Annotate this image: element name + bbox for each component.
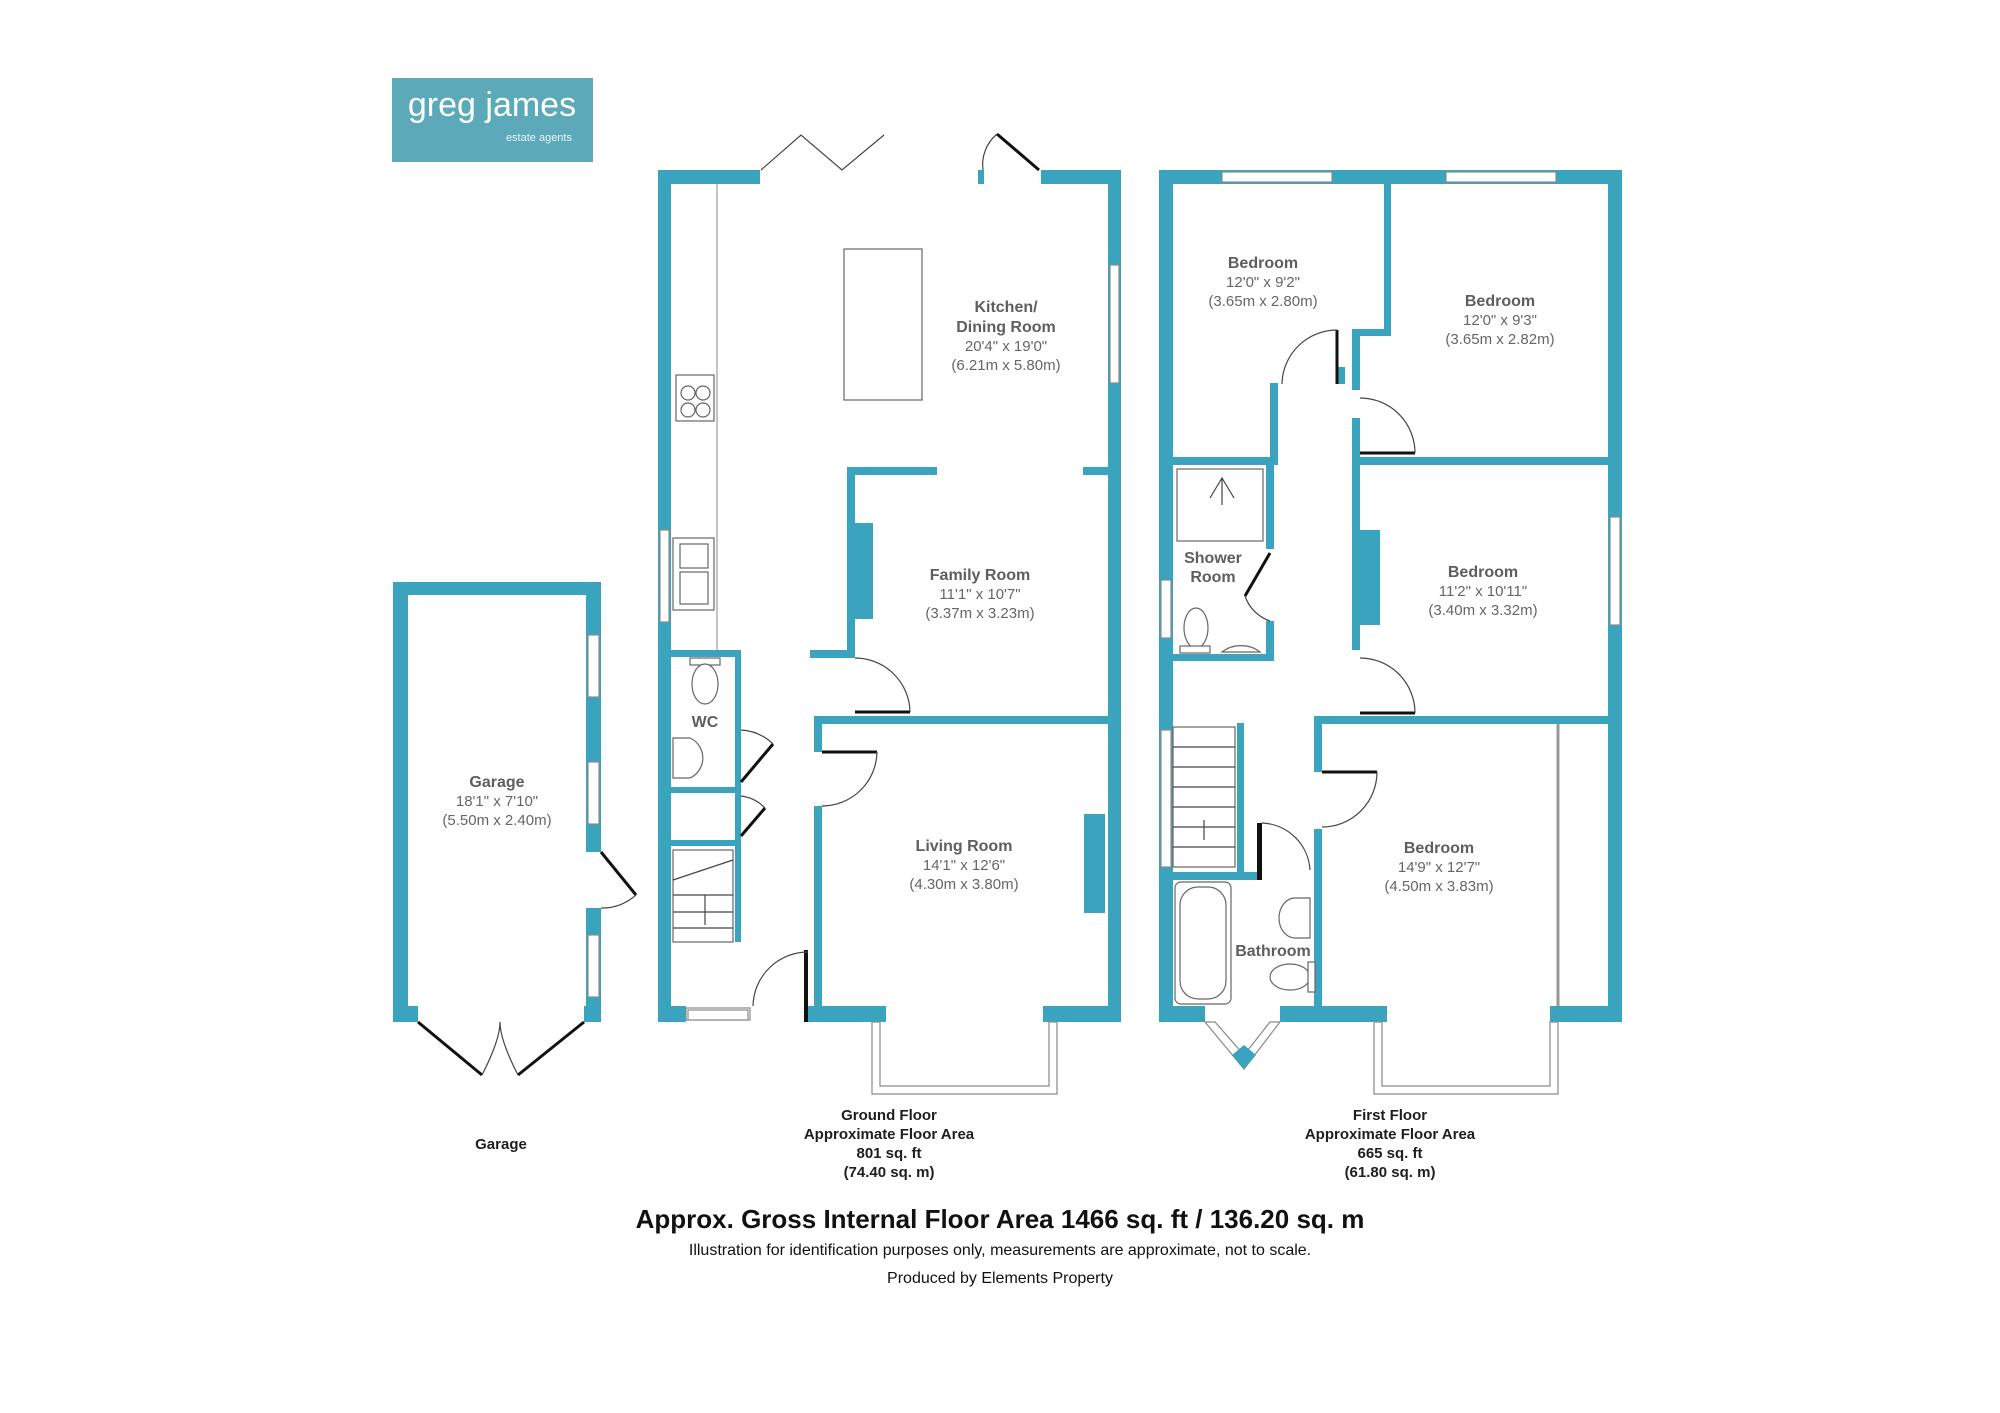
door-cupboard[interactable] [739, 795, 767, 837]
door-bedroom1[interactable] [1281, 329, 1339, 385]
room-bedroom-2: Bedroom 12'0" x 9'3" (3.65m x 2.82m) [1445, 293, 1554, 348]
door-bedroom4[interactable] [1321, 770, 1378, 828]
room-bathroom: Bathroom [1235, 943, 1311, 960]
shower-tray-icon [1176, 468, 1264, 542]
door-front[interactable] [752, 951, 809, 1007]
room-dimensions-imperial: 11'1" x 10'7" [939, 586, 1020, 603]
room-name: Kitchen/ [974, 299, 1038, 316]
floor-area-label: Approximate Floor Area [1305, 1126, 1476, 1143]
logo: greg james estate agents [392, 78, 593, 162]
floor-area-label: Approximate Floor Area [804, 1126, 975, 1143]
room-dimensions-metric: (5.50m x 2.40m) [442, 812, 551, 829]
basin-icon [1278, 897, 1311, 939]
room-name: Bedroom [1465, 293, 1535, 310]
logo-name: greg james [408, 86, 576, 124]
room-name: Dining Room [956, 319, 1056, 336]
disclaimer: Illustration for identification purposes… [689, 1242, 1311, 1259]
room-name: Bedroom [1404, 840, 1474, 857]
room-dimensions-metric: (3.65m x 2.80m) [1208, 293, 1317, 310]
room-dimensions-imperial: 18'1" x 7'10" [456, 793, 538, 810]
door-bathroom[interactable] [1261, 822, 1311, 871]
room-dimensions-metric: (4.30m x 3.80m) [909, 876, 1018, 893]
toilet-icon [1179, 607, 1211, 654]
room-name: Room [1190, 569, 1235, 586]
basin-icon [672, 737, 704, 779]
kitchen-island [843, 248, 923, 401]
room-dimensions-metric: (4.50m x 3.83m) [1384, 878, 1493, 895]
room-bedroom-3: Bedroom 11'2" x 10'11" (3.40m x 3.32m) [1428, 564, 1537, 619]
door-shower[interactable] [1243, 552, 1272, 622]
room-family: Family Room 11'1" x 10'7" (3.37m x 3.23m… [925, 567, 1034, 622]
door-kitchen-side[interactable] [982, 132, 1040, 172]
room-bedroom-4: Bedroom 14'9" x 12'7" (4.50m x 3.83m) [1384, 840, 1493, 895]
room-dimensions-metric: (6.21m x 5.80m) [951, 357, 1060, 374]
garage-floor-title: Garage [475, 1136, 527, 1153]
toilet-icon [689, 657, 721, 705]
room-name: Shower [1184, 550, 1242, 567]
room-kitchen-dining: Kitchen/ Dining Room 20'4" x 19'0" (6.21… [951, 299, 1060, 374]
room-bedroom-1: Bedroom 12'0" x 9'2" (3.65m x 2.80m) [1208, 255, 1317, 310]
logo-tagline: estate agents [506, 132, 573, 144]
ground-floor-plan [658, 132, 1121, 1095]
floor-area-sqft: 665 sq. ft [1357, 1145, 1422, 1162]
room-name: Garage [469, 774, 524, 791]
ground-floor-summary: Ground Floor Approximate Floor Area 801 … [804, 1107, 975, 1181]
bath-icon [1174, 881, 1232, 1005]
stairs-icon [1172, 726, 1236, 868]
door-wc[interactable] [739, 729, 775, 783]
gross-area-title: Approx. Gross Internal Floor Area 1466 s… [636, 1204, 1365, 1234]
floor-area-sqft: 801 sq. ft [856, 1145, 921, 1162]
first-floor-summary: First Floor Approximate Floor Area 665 s… [1305, 1107, 1476, 1181]
room-dimensions-imperial: 12'0" x 9'3" [1463, 312, 1537, 329]
basin-icon [1220, 645, 1262, 653]
room-dimensions-metric: (3.40m x 3.32m) [1428, 602, 1537, 619]
hob-icon [675, 374, 715, 422]
room-name: Bedroom [1448, 564, 1518, 581]
toilet-icon [1269, 961, 1316, 993]
room-garage: Garage 18'1" x 7'10" (5.50m x 2.40m) [442, 774, 551, 829]
first-floor-plan [1159, 170, 1622, 1095]
room-dimensions-imperial: 12'0" x 9'2" [1226, 274, 1300, 291]
room-dimensions-imperial: 14'1" x 12'6" [923, 857, 1005, 874]
door-bedroom2[interactable] [1359, 397, 1416, 455]
floor-title: First Floor [1353, 1107, 1427, 1124]
room-dimensions-imperial: 11'2" x 10'11" [1439, 583, 1527, 600]
room-dimensions-imperial: 14'9" x 12'7" [1398, 859, 1480, 876]
room-wc: WC [692, 714, 719, 731]
door-kitchen-bifold[interactable] [760, 134, 885, 171]
room-dimensions-metric: (3.65m x 2.82m) [1445, 331, 1554, 348]
room-name: Bedroom [1228, 255, 1298, 272]
room-living: Living Room 14'1" x 12'6" (4.30m x 3.80m… [909, 838, 1018, 893]
floor-area-sqm: (74.40 sq. m) [844, 1164, 935, 1181]
door-family[interactable] [854, 657, 911, 714]
credit: Produced by Elements Property [887, 1270, 1113, 1287]
sink-icon [672, 537, 715, 611]
garage-plan [393, 582, 638, 1077]
room-dimensions-metric: (3.37m x 3.23m) [925, 605, 1034, 622]
room-name: Living Room [916, 838, 1013, 855]
room-shower: Shower Room [1184, 550, 1242, 586]
room-dimensions-imperial: 20'4" x 19'0" [965, 338, 1047, 355]
door-living[interactable] [821, 750, 878, 807]
door-bedroom3[interactable] [1359, 657, 1416, 715]
room-name: Family Room [930, 567, 1030, 584]
stairs-icon [672, 849, 734, 943]
floor-title: Ground Floor [841, 1107, 937, 1124]
floor-area-sqm: (61.80 sq. m) [1345, 1164, 1436, 1181]
